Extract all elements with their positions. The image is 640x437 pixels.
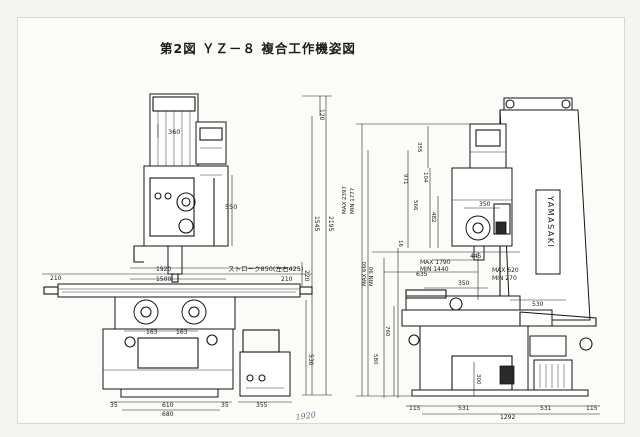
side-handwheel [465, 215, 491, 241]
dim-530: 530 [307, 354, 314, 366]
dim-side-530: 530 [532, 301, 544, 308]
dim-531-left: 531 [458, 405, 470, 412]
dim-220: 220 [303, 270, 310, 282]
dim-104: 104 [422, 172, 428, 183]
dim-min-270: MIN 270 [492, 275, 517, 282]
front-table [57, 283, 301, 298]
dim-min-1440: MIN 1440 [420, 266, 449, 273]
dim-163-left: 163 [146, 329, 158, 336]
drawing-title: 第2図 ＹＺ－８ 複合工作機姿図 [160, 41, 356, 56]
dim-680: 680 [162, 411, 174, 418]
dim-max-2397: MAX 2397 [342, 185, 348, 214]
nameplate-text: YAMASAKI [546, 195, 555, 248]
dim-210-left: 210 [50, 275, 62, 282]
dim-635: 635 [416, 271, 428, 278]
front-base [120, 388, 219, 398]
side-spindle [473, 245, 485, 261]
hydraulic-unit [239, 351, 291, 397]
front-saddle [114, 296, 236, 330]
dim-760: 760 [384, 326, 390, 337]
dim-1545: 1545 [313, 216, 320, 231]
dim-580: 580 [372, 354, 378, 365]
side-view: YAMASAKI [342, 97, 600, 421]
dim-566: 566 [412, 200, 418, 211]
front-handwheel-right [181, 299, 207, 325]
dim-1920: 1920 [156, 266, 171, 273]
front-table-end-left [43, 286, 59, 295]
dim-531-right: 531 [540, 405, 552, 412]
dim-115-right: 115 [586, 405, 598, 412]
dim-side-355: 355 [416, 142, 422, 153]
dim-445: 445 [470, 253, 482, 260]
front-knee [102, 328, 234, 390]
dim-stroke: ストローク850(左右425) [228, 264, 303, 273]
front-table-end-right [299, 286, 313, 295]
dim-35-right: 35 [221, 402, 229, 409]
dim-16: 16 [397, 240, 403, 247]
front-view: 360 550 120 1545 2195 210 1920 1500 210 … [42, 93, 334, 418]
dim-min-90: MIN 90 [369, 266, 375, 286]
dim-max-1790: MAX 1790 [420, 259, 451, 266]
dim-max-620: MAX 620 [492, 267, 519, 274]
dim-210-right: 210 [281, 276, 293, 283]
dim-1500: 1500 [156, 276, 171, 283]
side-base [411, 389, 589, 397]
dim-360: 360 [168, 128, 180, 136]
dim-550: 550 [225, 203, 237, 211]
dim-min-1777: MIN 1777 [350, 187, 356, 214]
dim-355: 355 [256, 402, 268, 409]
dim-2195: 2195 [327, 216, 334, 231]
side-column-top [503, 97, 573, 111]
front-handwheel-upper [176, 192, 196, 212]
dim-max-660: MAX 660 [362, 261, 368, 286]
dim-35-left: 35 [110, 402, 118, 409]
handwritten-note: 1920 [295, 410, 316, 422]
dim-482: 482 [430, 212, 436, 223]
dim-side-350: 350 [479, 201, 491, 208]
nameplate [535, 189, 561, 275]
front-handwheel-left [133, 299, 159, 325]
dim-120: 120 [318, 109, 325, 121]
side-cabinet [533, 359, 573, 393]
front-aux-motor [195, 121, 227, 165]
dim-115-left: 115 [409, 405, 421, 412]
dim-300: 300 [475, 374, 481, 385]
dim-1292: 1292 [500, 414, 515, 421]
dim-side-350b: 350 [458, 280, 470, 287]
dim-163-right: 163 [176, 329, 188, 336]
dim-610: 610 [162, 402, 174, 409]
dim-971: 971 [402, 174, 408, 185]
